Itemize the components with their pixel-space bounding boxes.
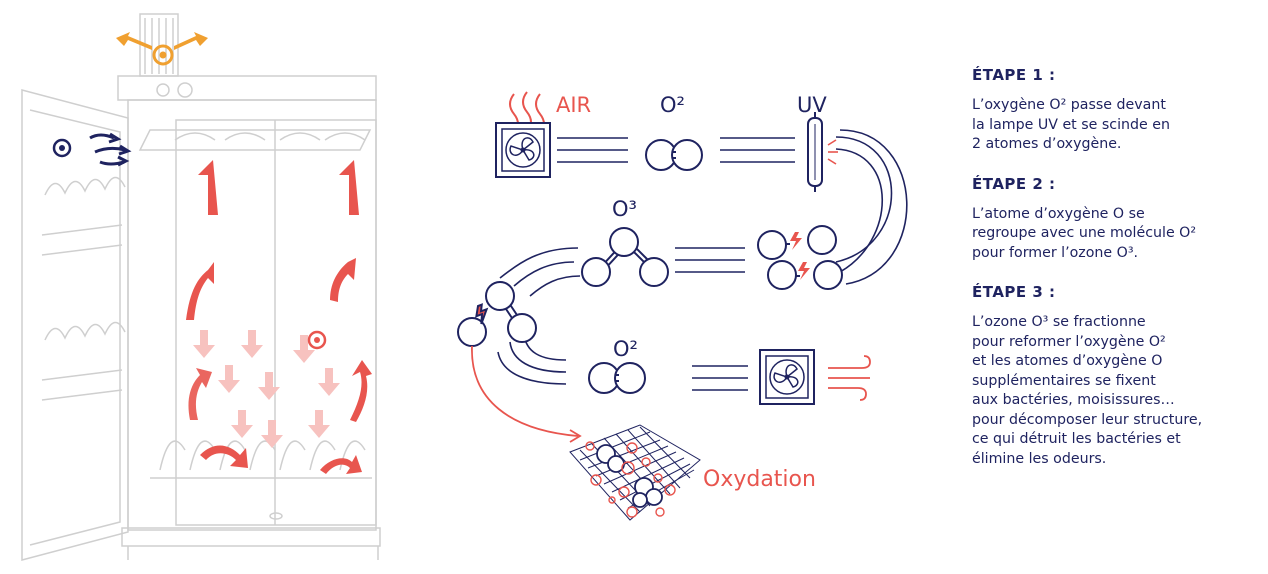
o3-label: O³ bbox=[612, 197, 637, 221]
flow-bend-right bbox=[835, 129, 908, 285]
step-3: ÉTAPE 3 : L’ozone O³ se fractionne pour … bbox=[972, 283, 1262, 469]
step-2-text: L’atome d’oxygène O se regroupe avec une… bbox=[972, 205, 1197, 261]
bacteria-mesh-icon bbox=[569, 424, 701, 521]
exhaust-fan-icon bbox=[759, 349, 815, 405]
steps-panel: ÉTAPE 1 : L’oxygène O² passe devant la l… bbox=[972, 66, 1262, 489]
o2-molecule-bottom bbox=[588, 362, 646, 394]
flow-lines-row1 bbox=[557, 137, 795, 163]
drying-cabinet bbox=[21, 13, 381, 561]
uv-label: UV bbox=[797, 93, 827, 117]
step-1-text: L’oxygène O² passe devant la lampe UV et… bbox=[972, 97, 1170, 152]
flow-bend-left bbox=[497, 247, 581, 385]
o2-molecule-top bbox=[645, 139, 703, 171]
oxidation-arrow bbox=[471, 345, 582, 443]
uv-lamp-icon bbox=[807, 112, 838, 192]
top-airflow-arrows bbox=[116, 32, 208, 66]
step-1: ÉTAPE 1 : L’oxygène O² passe devant la l… bbox=[972, 66, 1262, 155]
flow-lines-row3 bbox=[692, 365, 748, 391]
rising-air-arrows bbox=[186, 160, 372, 474]
step-3-title: ÉTAPE 3 : bbox=[972, 283, 1056, 301]
step-2: ÉTAPE 2 : L’atome d’oxygène O se regroup… bbox=[972, 175, 1262, 264]
ozone-target-icon bbox=[307, 330, 327, 350]
o3-molecule bbox=[581, 227, 669, 287]
step-1-title: ÉTAPE 1 : bbox=[972, 66, 1056, 84]
o2-top-label: O² bbox=[660, 93, 685, 117]
oxidation-label: Oxydation bbox=[703, 467, 816, 492]
breaking-o3-molecule bbox=[457, 281, 537, 347]
step-3-text: L’ozone O³ se fractionne pour reformer l… bbox=[972, 314, 1203, 467]
descending-air-arrows bbox=[193, 330, 340, 448]
air-label: AIR bbox=[556, 93, 591, 117]
exhaust-wind-icon bbox=[828, 355, 871, 401]
flow-lines-row2 bbox=[675, 247, 745, 273]
step-2-title: ÉTAPE 2 : bbox=[972, 174, 1056, 193]
air-inflow-arrows bbox=[52, 132, 132, 167]
split-o2-atoms bbox=[757, 225, 843, 290]
intake-fan-icon bbox=[495, 122, 551, 178]
process-diagram: AIR O² UV bbox=[457, 91, 908, 521]
o2-bottom-label: O² bbox=[613, 337, 638, 361]
